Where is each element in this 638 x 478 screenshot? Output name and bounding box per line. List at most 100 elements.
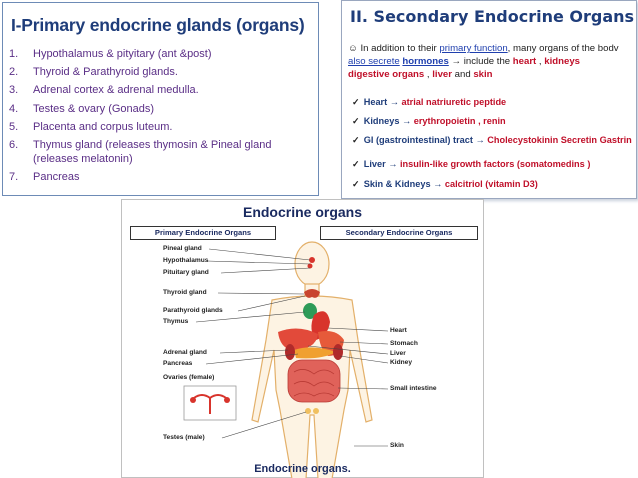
list-item: ✓Skin & Kidneys → calcitriol (vitamin D3… bbox=[352, 179, 538, 190]
hormone-name: calcitriol (vitamin D3) bbox=[444, 179, 538, 189]
check-icon: ✓ bbox=[352, 135, 360, 145]
testes-mark bbox=[305, 408, 311, 414]
check-icon: ✓ bbox=[352, 159, 360, 169]
liver-term: liver bbox=[432, 69, 452, 80]
thymus-mark bbox=[303, 303, 317, 319]
label-pancreas: Pancreas bbox=[163, 360, 193, 367]
item-text: Placenta and corpus luteum. bbox=[33, 120, 173, 133]
label-stomach: Stomach bbox=[390, 340, 418, 347]
list-item: 6. Thymus gland (releases thymosin & Pine… bbox=[9, 138, 317, 166]
organ-name: Kidneys bbox=[363, 116, 400, 126]
secondary-organs-header: Secondary Endocrine Organs bbox=[320, 226, 478, 240]
intro-text: , many organs of the bodv bbox=[507, 43, 619, 54]
arrow-icon: → bbox=[430, 179, 445, 189]
hormone-name: erythropoietin , renin bbox=[413, 116, 506, 126]
list-item: ✓Liver → insulin-like growth factors (so… bbox=[352, 159, 590, 170]
kidney-mark bbox=[285, 344, 295, 360]
label-heart: Heart bbox=[390, 327, 407, 334]
arrow-icon: → bbox=[387, 97, 402, 107]
hormone-name: insulin-like growth factors (somatomedin… bbox=[399, 159, 591, 169]
item-number: 3. bbox=[9, 84, 19, 97]
thyroid-mark bbox=[304, 289, 320, 298]
intro-text: In addition to their bbox=[360, 43, 440, 54]
list-item: 1. Hypothalamus & pityitary (ant &post) bbox=[9, 47, 317, 61]
arrow-icon: → bbox=[385, 159, 400, 169]
list-item: 4. Testes & ovary (Gonads) bbox=[9, 102, 317, 116]
secondary-organs-title: II. Secondary Endocrine Organs bbox=[350, 7, 635, 26]
arrow-icon: → bbox=[399, 116, 414, 126]
hormone-name: atrial natriuretic peptide bbox=[401, 97, 507, 107]
liver-mark bbox=[278, 328, 318, 350]
intro-text: → include the bbox=[448, 56, 513, 67]
leader-lines-right bbox=[307, 327, 389, 447]
leader-lines-left bbox=[195, 248, 311, 439]
label-testes: Testes (male) bbox=[163, 434, 205, 441]
item-number: 6. bbox=[9, 138, 19, 151]
item-text: Testes & ovary (Gonads) bbox=[33, 102, 155, 115]
organ-name: Skin & Kidneys bbox=[363, 179, 431, 189]
intro-text: and bbox=[452, 69, 474, 80]
label-skin: Skin bbox=[390, 442, 404, 449]
check-icon: ✓ bbox=[352, 179, 360, 189]
primary-glands-panel: I-Primary endocrine glands (organs) 1. Hy… bbox=[2, 2, 319, 196]
item-number: 1. bbox=[9, 48, 19, 60]
organ-name: Liver bbox=[363, 159, 386, 169]
check-icon: ✓ bbox=[352, 97, 360, 107]
skin-term: skin bbox=[473, 69, 493, 80]
primary-glands-list: 1. Hypothalamus & pityitary (ant &post) 2… bbox=[9, 47, 317, 188]
human-body-illustration bbox=[183, 241, 389, 478]
item-text: Adrenal cortex & adrenal medulla. bbox=[33, 84, 199, 97]
pancreas-mark bbox=[294, 347, 336, 359]
pituitary-mark bbox=[307, 263, 313, 269]
primary-organs-header: Primary Endocrine Organs bbox=[130, 226, 276, 240]
item-text: Hypothalamus & pityitary (ant &post) bbox=[33, 48, 212, 60]
label-ovaries: Ovaries (female) bbox=[163, 374, 215, 381]
heart-term: heart bbox=[512, 56, 537, 67]
digestive-organs-term: digestive organs bbox=[348, 69, 425, 80]
list-item: ✓Heart → atrial natriuretic peptide bbox=[352, 97, 506, 108]
diagram-caption: Endocrine organs. bbox=[254, 463, 351, 475]
organ-name: Heart bbox=[363, 97, 388, 107]
item-text: Thyroid & Parathyroid glands. bbox=[33, 66, 178, 79]
smiley-icon: ☺ bbox=[348, 43, 358, 54]
item-number: 7. bbox=[9, 171, 19, 184]
primary-function-link[interactable]: primary function bbox=[439, 43, 508, 54]
intestines-mark bbox=[287, 359, 341, 403]
secondary-organs-panel: II. Secondary Endocrine Organs ☺ In addi… bbox=[341, 0, 637, 199]
pineal-gland-mark bbox=[309, 257, 315, 263]
item-text: Pancreas bbox=[33, 171, 80, 184]
primary-glands-title: I-Primary endocrine glands (organs) bbox=[11, 15, 305, 35]
arrow-icon: → bbox=[472, 135, 488, 145]
label-kidney: Kidney bbox=[390, 359, 412, 366]
intro-text: , bbox=[536, 56, 545, 67]
hormones-link[interactable]: hormones bbox=[402, 56, 449, 67]
label-small-intestine: Small intestine bbox=[390, 385, 437, 392]
label-liver: Liver bbox=[390, 350, 406, 357]
label-pineal-gland: Pineal gland bbox=[163, 245, 202, 252]
label-hypothalamus: Hypothalamus bbox=[163, 257, 209, 264]
testes-mark bbox=[313, 408, 319, 414]
label-pituitary-gland: Pituitary gland bbox=[163, 269, 209, 276]
list-item: ✓Kidneys → erythropoietin , renin bbox=[352, 116, 506, 127]
endocrine-diagram-panel: Endocrine organs Primary Endocrine Organ… bbox=[121, 199, 484, 478]
ovary-icon bbox=[193, 394, 227, 414]
label-parathyroid-glands: Parathyroid glands bbox=[163, 307, 223, 314]
item-text: Thymus gland (releases thymosin & Pineal… bbox=[33, 138, 272, 165]
list-item: 2. Thyroid & Parathyroid glands. bbox=[9, 65, 317, 79]
label-adrenal-gland: Adrenal gland bbox=[163, 349, 207, 356]
secondary-intro: ☺ In addition to their primary function,… bbox=[348, 42, 638, 81]
kidneys-term: kidneys bbox=[544, 56, 580, 67]
also-secrete-link[interactable]: also secrete bbox=[348, 56, 400, 67]
list-item: 7. Pancreas bbox=[9, 170, 317, 184]
intro-text: , bbox=[424, 69, 433, 80]
check-icon: ✓ bbox=[352, 116, 360, 126]
label-thymus: Thymus bbox=[163, 318, 189, 325]
kidney-mark bbox=[333, 344, 343, 360]
label-thyroid-gland: Thyroid gland bbox=[163, 289, 207, 296]
item-number: 2. bbox=[9, 66, 19, 79]
hormone-name: Cholecystokinin Secretin Gastrin bbox=[487, 135, 632, 145]
item-number: 5. bbox=[9, 120, 19, 133]
list-item: 3. Adrenal cortex & adrenal medulla. bbox=[9, 83, 317, 97]
list-item: ✓GI (gastrointestinal) tract → Cholecyst… bbox=[352, 135, 632, 146]
item-number: 4. bbox=[9, 102, 19, 115]
